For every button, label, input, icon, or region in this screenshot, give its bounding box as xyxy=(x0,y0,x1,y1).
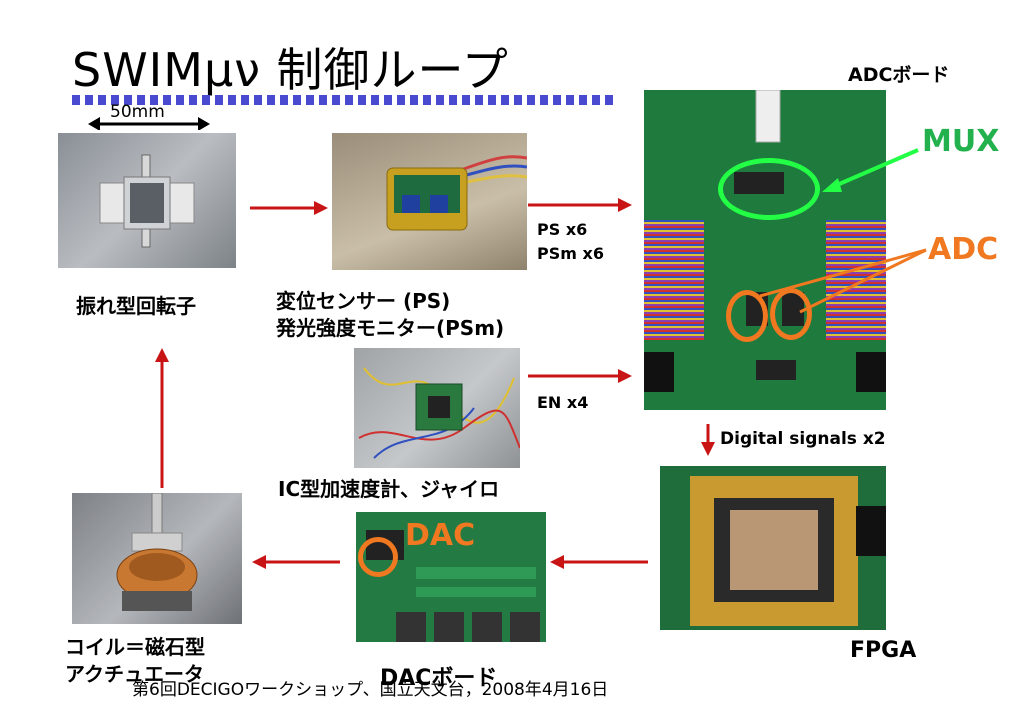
dac-board-photo xyxy=(356,512,546,642)
sensor-label-line1: 変位センサー (PS) xyxy=(276,289,451,313)
adc-callout: ADC xyxy=(928,232,999,267)
scale-label: 50mm xyxy=(110,102,165,122)
sensor-photo xyxy=(332,133,527,270)
en-label: EN x4 xyxy=(537,393,589,412)
title-underline-dots xyxy=(72,95,617,105)
dac-circle xyxy=(358,537,398,577)
coil-to-rotor-arrow-icon xyxy=(155,348,169,488)
accel-label: IC型加速度計、ジャイロ xyxy=(278,477,500,501)
fpga-to-dac-arrow-icon xyxy=(550,555,648,569)
rotor-to-sensor-arrow-icon xyxy=(250,201,328,215)
digital-signals-label: Digital signals x2 xyxy=(720,429,886,449)
sensor-to-adc-arrow-icon xyxy=(528,198,632,212)
scale-arrow-icon xyxy=(88,117,210,130)
accel-to-adc-arrow-icon xyxy=(528,369,632,383)
ps-label: PS x6 xyxy=(537,220,588,239)
rotor-photo xyxy=(58,133,236,268)
accel-photo xyxy=(354,348,520,468)
dac-to-coil-arrow-icon xyxy=(252,555,340,569)
sensor-label-line2: 発光強度モニター(PSm) xyxy=(276,316,505,340)
adc-pointer-lines-icon xyxy=(759,248,927,314)
coil-photo xyxy=(72,493,242,624)
page-title: SWIMμν 制御ループ xyxy=(72,43,509,97)
scale-bar: 50mm xyxy=(88,102,210,130)
mux-pointer-arrow-icon xyxy=(822,148,919,192)
mux-circle xyxy=(718,158,820,220)
adc-board-label: ADCボード xyxy=(848,64,950,86)
coil-label-line1: コイル＝磁石型 xyxy=(65,635,205,659)
fpga-photo xyxy=(660,466,886,630)
fpga-label: FPGA xyxy=(850,638,917,663)
footer-text: 第6回DECIGOワークショップ、国立天文台，2008年4月16日 xyxy=(132,680,609,700)
adc-to-fpga-arrow-icon xyxy=(701,424,715,456)
dac-callout: DAC xyxy=(405,518,476,553)
coil-label-line2: アクチュエータ xyxy=(65,662,204,686)
dac-board-label: DACボード xyxy=(380,666,498,691)
adc-circle-right xyxy=(770,288,812,340)
adc-circle-left xyxy=(726,290,768,342)
adc-board-photo xyxy=(644,90,886,410)
psm-label: PSm x6 xyxy=(537,244,604,263)
mux-callout: MUX xyxy=(922,124,1000,159)
rotor-label: 振れ型回転子 xyxy=(76,294,196,318)
